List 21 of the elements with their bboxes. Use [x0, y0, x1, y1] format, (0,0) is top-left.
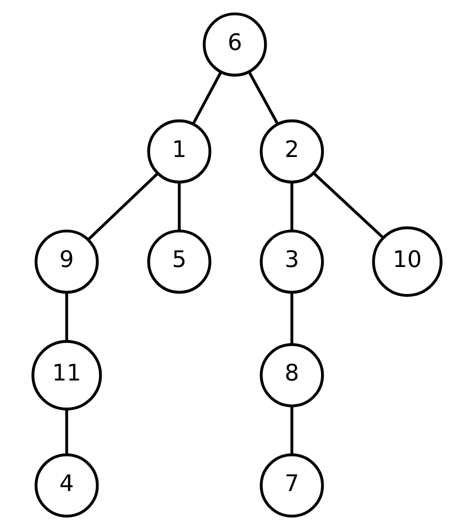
node-circle: 9	[34, 230, 99, 294]
connector	[65, 409, 68, 455]
node-circle: 3	[260, 230, 324, 294]
node-circle: 5	[147, 230, 212, 294]
node-circle: 4	[34, 453, 99, 518]
node-circle: 2	[260, 119, 324, 184]
node-circle: 8	[260, 343, 324, 408]
connector	[87, 172, 159, 241]
connector	[192, 72, 222, 124]
connector	[312, 172, 384, 239]
connector	[65, 292, 68, 341]
connector	[248, 72, 279, 125]
connector	[290, 406, 294, 455]
connector	[290, 182, 294, 231]
node-circle: 10	[372, 226, 442, 297]
node-circle: 11	[31, 340, 102, 410]
node-circle: 7	[260, 453, 324, 518]
connector	[178, 182, 181, 231]
node-circle: 1	[147, 119, 212, 184]
connector	[290, 292, 294, 344]
node-circle: 6	[202, 12, 267, 77]
